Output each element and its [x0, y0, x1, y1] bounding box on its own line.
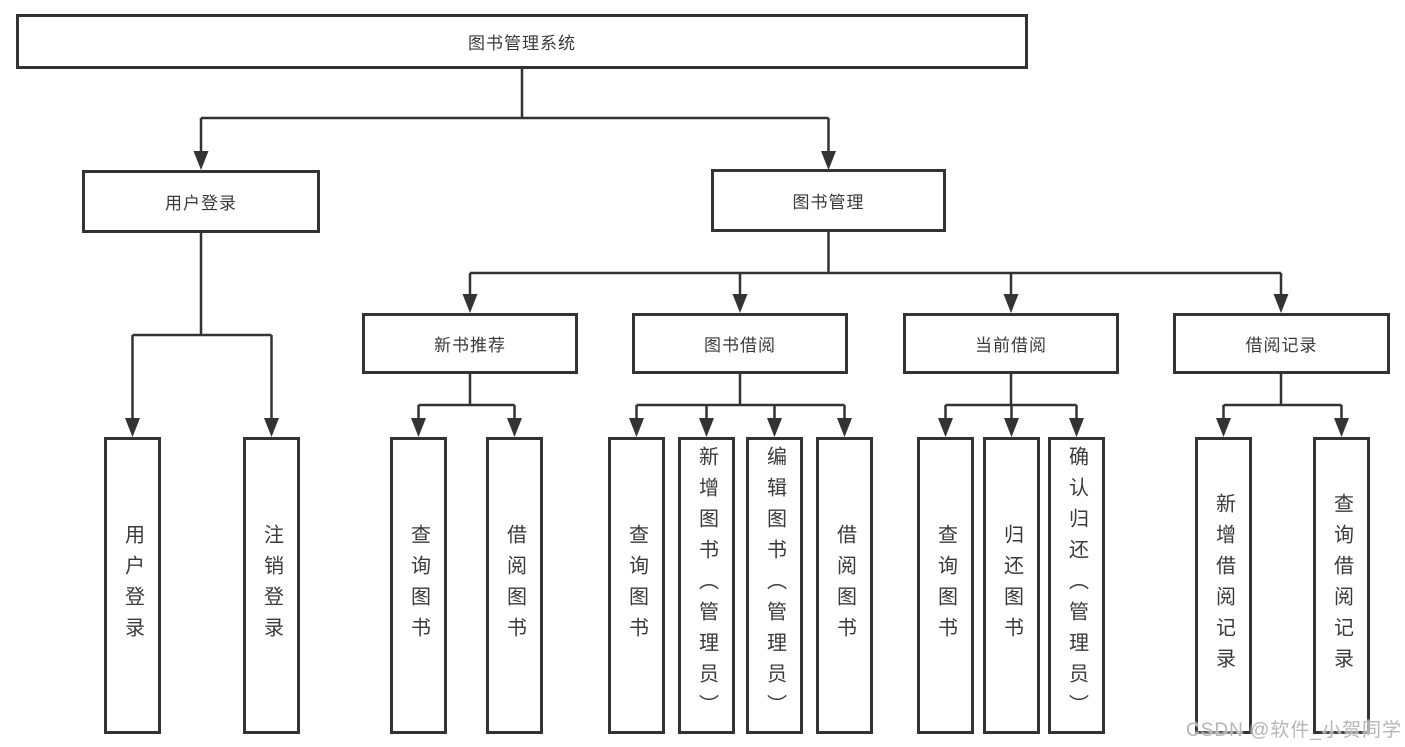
leaf-add-borrow-record: 新增借阅记录 [1195, 437, 1252, 734]
leaf-query-books-borrow: 查询图书 [608, 437, 665, 734]
leaf-return-book: 归还图书 [983, 437, 1040, 734]
node-user-login-module: 用户登录 [82, 170, 320, 233]
node-book-management-module: 图书管理 [711, 169, 946, 232]
leaf-query-books-current: 查询图书 [917, 437, 974, 734]
leaf-query-books-recommend: 查询图书 [390, 437, 447, 734]
leaf-logout: 注销登录 [243, 437, 300, 734]
connector-paths [131, 69, 1343, 419]
leaf-query-borrow-record: 查询借阅记录 [1313, 437, 1370, 734]
leaf-borrow-books: 借阅图书 [816, 437, 873, 734]
node-borrow-records: 借阅记录 [1173, 313, 1390, 374]
node-library-management-system: 图书管理系统 [16, 14, 1028, 69]
leaf-borrow-books-recommend: 借阅图书 [486, 437, 543, 734]
node-current-borrow: 当前借阅 [903, 313, 1119, 374]
csdn-watermark: CSDN @软件_小贺同学 [1186, 720, 1402, 741]
arrowheads [125, 151, 1349, 437]
node-new-book-recommend: 新书推荐 [362, 313, 578, 374]
leaf-add-book-admin: 新增图书（管理员） [678, 437, 735, 734]
node-book-borrow: 图书借阅 [632, 313, 848, 374]
leaf-edit-book-admin: 编辑图书（管理员） [746, 437, 803, 734]
leaf-user-login: 用户登录 [104, 437, 161, 734]
leaf-confirm-return-admin: 确认归还（管理员） [1048, 437, 1105, 734]
